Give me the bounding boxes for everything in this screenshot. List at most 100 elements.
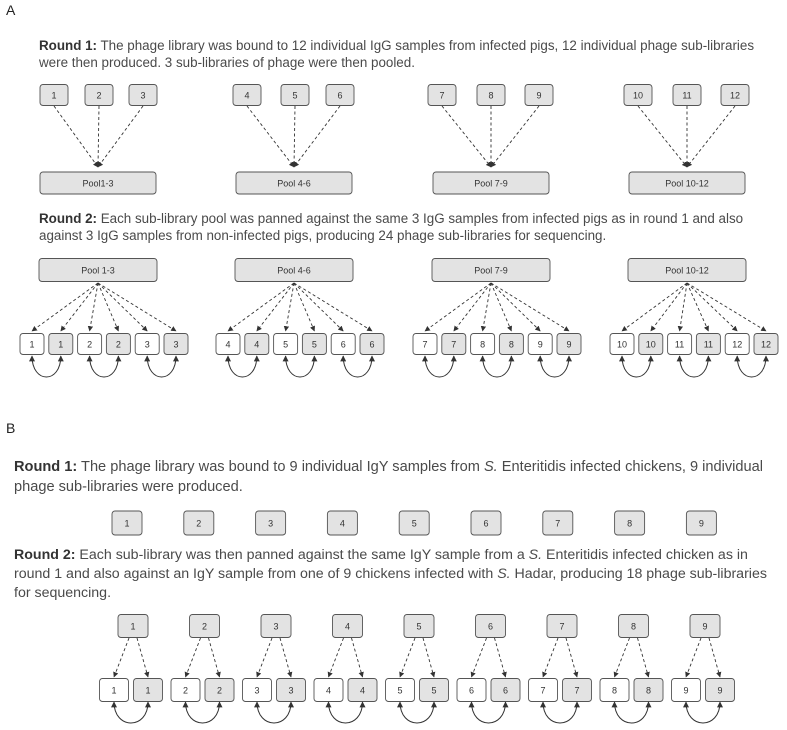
a-r1-sample-10-label: 10	[633, 91, 643, 101]
a-r1-sample-9-label: 9	[536, 91, 541, 101]
b-r2-connector-infected-2	[208, 637, 221, 678]
b-r1-sample-7-label: 7	[555, 519, 560, 529]
a-round1-description: Round 1: The phage library was bound to …	[39, 37, 759, 71]
b-r2-noninfected-1-label: 1	[111, 686, 116, 696]
b-r1-sample-2-box	[183, 510, 215, 536]
b-r2-noninfected-5-label: 5	[397, 686, 402, 696]
a-r2-pool3-infected-9-box	[556, 333, 582, 355]
a-r1-sample-1-box	[39, 84, 69, 106]
b-r2-pair-arrow-8	[611, 701, 652, 724]
a-r2-pool2-infected-4-label: 4	[254, 340, 259, 350]
b-r2-source-1-label: 1	[130, 622, 135, 632]
b-r1-sample-5-label: 5	[412, 519, 417, 529]
b-r2-source-2-box	[189, 614, 220, 638]
a-r2-pool1-pair-arrow-2	[86, 355, 122, 378]
b-r2-connector-infected-9	[708, 637, 722, 678]
a-r2-pool4-infected-10-box	[638, 333, 664, 355]
b-r2-connector-infected-8	[637, 637, 650, 678]
a-r2-pool4-pair-arrow-11	[676, 355, 712, 378]
a-r1-sample-9-box	[524, 84, 554, 106]
b-r1-sample-1-label: 1	[124, 519, 129, 529]
a-r2-pool4-noninfected-12-connector	[686, 282, 738, 332]
b-round2-italic-1: S.	[528, 547, 543, 563]
a-r2-pool2-noninfected-5-connector	[283, 282, 295, 332]
b-round2-text-2: Enteritidis infected chicken as in round…	[14, 547, 748, 582]
b-r2-infected-4-label: 4	[360, 686, 365, 696]
a-r1-sample-2-label: 2	[96, 91, 101, 101]
a-r1-sample-5-box	[280, 84, 310, 106]
a-r1-pool-4-box	[628, 171, 746, 195]
a-r2-pool2-noninfected-6-label: 6	[341, 340, 346, 350]
panel-label-b: B	[6, 420, 16, 436]
a-r1-sample-10-box	[623, 84, 653, 106]
b-r1-sample-1-box	[111, 510, 143, 536]
a-r1-sample-7-label: 7	[439, 91, 444, 101]
b-r1-sample-5-box	[398, 510, 430, 536]
a-r1-connector-12	[686, 105, 736, 168]
a-r2-pool3-noninfected-9-box	[527, 333, 553, 355]
a-r2-pool1-infected-2-label: 2	[116, 340, 121, 350]
a-r1-connector-3	[97, 105, 144, 168]
b-r2-noninfected-6-label: 6	[469, 686, 474, 696]
a-r2-pool2-pair-arrow-5	[282, 355, 318, 378]
a-r1-sample-8-label: 8	[488, 91, 493, 101]
b-r2-infected-8-label: 8	[646, 686, 651, 696]
b-round2-text-1: Each sub-library was then panned against…	[75, 547, 529, 563]
a-round1-text: The phage library was bound to 12 indivi…	[39, 38, 755, 70]
b-r2-connector-infected-6	[494, 637, 507, 678]
a-r1-sample-3-label: 3	[140, 91, 145, 101]
b-r2-connector-noninfected-6	[470, 637, 487, 678]
a-r2-pool-4-box	[627, 258, 747, 282]
a-r2-pool3-infected-8-label: 8	[509, 340, 514, 350]
b-r1-sample-6-label: 6	[483, 519, 488, 529]
b-round1-description: Round 1: The phage library was bound to …	[14, 457, 774, 497]
b-r2-source-9-label: 9	[702, 622, 707, 632]
a-r1-sample-1-label: 1	[51, 91, 56, 101]
b-r2-pair-arrow-7	[540, 701, 580, 724]
b-r2-pair-arrow-2	[182, 701, 223, 724]
b-r2-infected-2-label: 2	[217, 686, 222, 696]
a-r2-pool3-pair-arrow-9	[537, 355, 572, 378]
a-r2-pool1-pair-arrow-1	[29, 355, 64, 378]
b-round1-text-after: Enteritidis infected chickens, 9 individ…	[14, 459, 763, 495]
a-r2-pool3-infected-7-box	[441, 333, 467, 355]
a-r2-pool2-infected-4-box	[244, 333, 270, 355]
a-r2-pool4-infected-10-label: 10	[646, 340, 656, 350]
a-r2-pool2-noninfected-4-connector	[227, 282, 295, 332]
a-r2-pool3-infected-9-label: 9	[566, 340, 571, 350]
a-r1-sample-7-box	[427, 84, 457, 106]
b-round1-text-before: The phage library was bound to 9 individ…	[77, 459, 484, 475]
a-r2-pool1-infected-2-box	[105, 333, 131, 355]
b-r2-source-2-label: 2	[202, 622, 207, 632]
b-r2-connector-noninfected-4	[327, 637, 344, 678]
a-r2-pool3-noninfected-9-label: 9	[538, 340, 543, 350]
a-r1-sample-5-label: 5	[292, 91, 297, 101]
b-round2-italic-2: S.	[497, 566, 511, 582]
b-round2-label: Round 2:	[14, 547, 76, 563]
a-round2-text: Each sub-library pool was panned against…	[39, 211, 744, 243]
b-r2-connector-noninfected-9	[685, 637, 702, 678]
a-r1-connector-7	[441, 105, 492, 168]
a-r2-pool2-infected-6-label: 6	[369, 340, 374, 350]
a-r1-connector-4	[246, 105, 295, 168]
b-r2-source-4-box	[332, 614, 363, 638]
a-r2-pool1-infected-3-label: 3	[173, 340, 178, 350]
b-r2-connector-noninfected-2	[184, 637, 201, 678]
a-r2-pool2-infected-6-box	[359, 333, 385, 355]
a-r2-pool4-pair-arrow-12	[734, 355, 769, 378]
b-r1-sample-8-box	[614, 510, 646, 536]
a-r2-pool1-infected-3-box	[163, 333, 189, 355]
b-r2-connector-infected-7	[565, 637, 579, 678]
b-r2-pair-arrow-9	[683, 701, 723, 724]
a-r1-pool-1-box	[39, 171, 157, 195]
b-r1-sample-6-box	[470, 510, 502, 536]
b-r2-source-7-label: 7	[559, 622, 564, 632]
a-r2-pool2-pair-arrow-6	[340, 355, 375, 378]
a-r2-pool3-infected-8-box	[498, 333, 524, 355]
a-r1-sample-8-box	[476, 84, 506, 106]
a-r2-pool4-noninfected-11-connector	[677, 282, 688, 332]
a-r2-pool1-infected-1-label: 1	[58, 340, 63, 350]
a-r2-pool1-noninfected-2-connector	[87, 282, 99, 332]
b-r2-noninfected-2-label: 2	[183, 686, 188, 696]
